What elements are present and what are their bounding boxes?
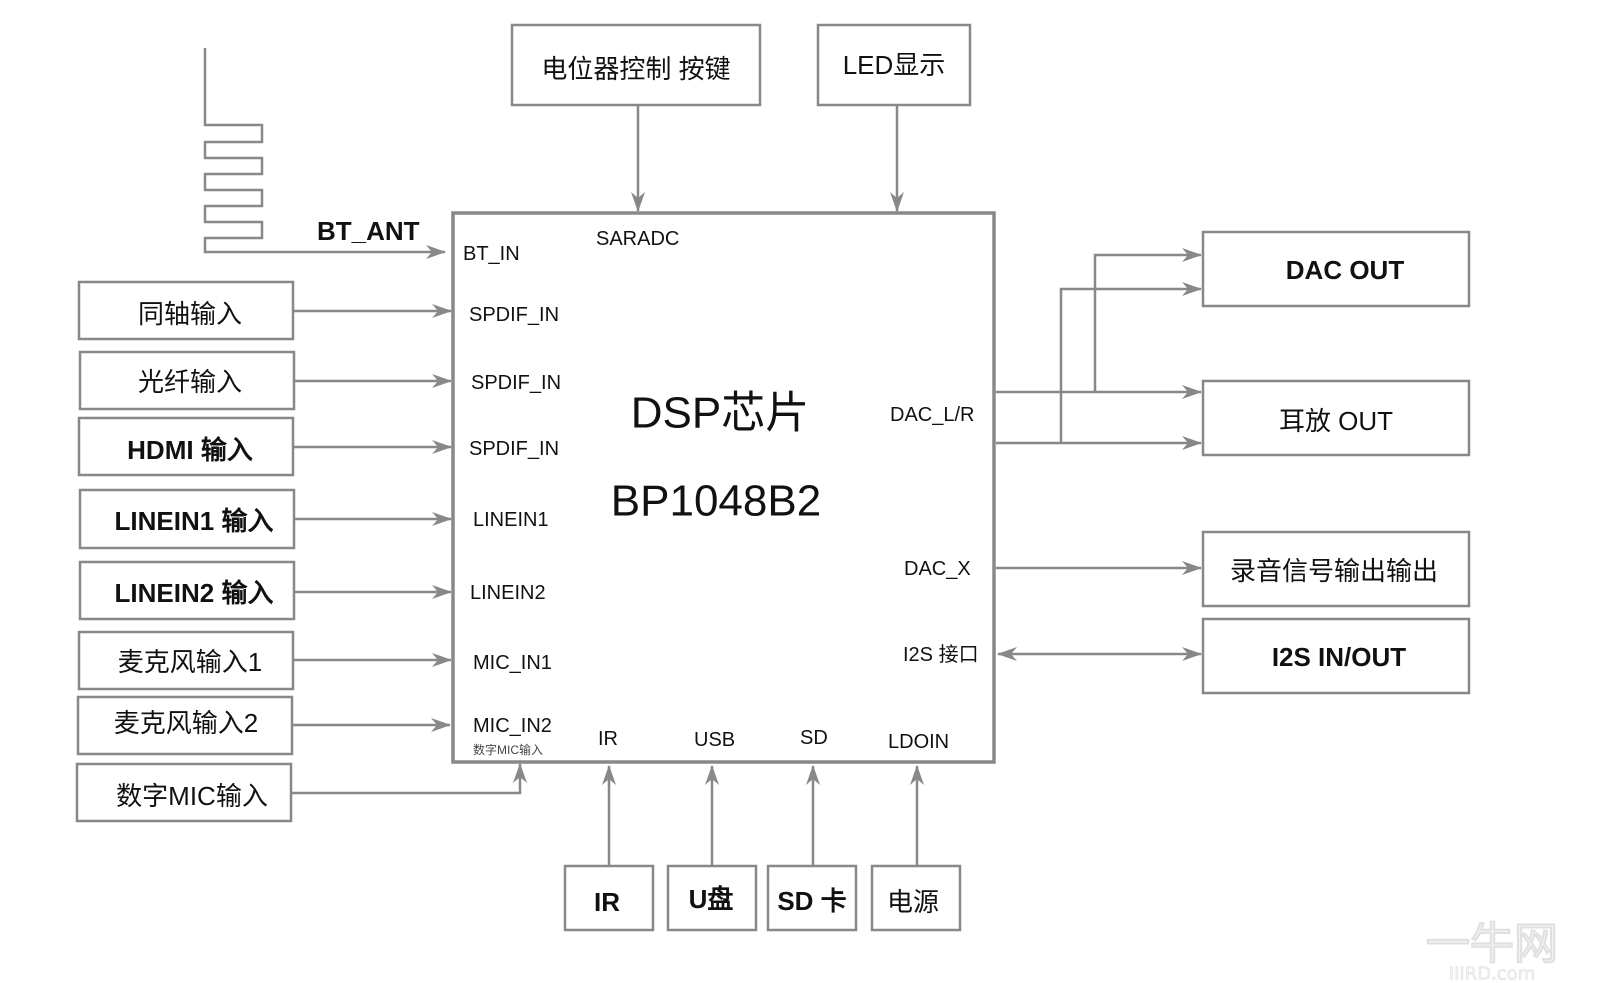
chip-model: BP1048B2 — [611, 477, 821, 526]
left-block-linein2-input: LINEIN2 输入 — [78, 560, 296, 621]
bt-antenna: BT_ANT — [203, 48, 446, 259]
sd-card-label: SD 卡 — [777, 886, 846, 916]
right-block-i2s-inout: I2S IN/OUT — [1201, 617, 1471, 695]
mic2-input-box — [76, 695, 294, 756]
pin-usb: USB — [694, 729, 735, 751]
watermark: 一牛网 IIIRD.com — [1426, 918, 1559, 983]
bottom-block-sd-card: SD 卡 — [766, 864, 858, 932]
pin-ldoin: LDOIN — [888, 731, 949, 753]
led-display-label: LED显示 — [843, 50, 946, 80]
bottom-block-usb-disk: U盘 — [666, 864, 758, 932]
headphone-out-label: 耳放 OUT — [1279, 406, 1393, 436]
i2s-inout-box — [1201, 617, 1471, 695]
linein1-input-label: LINEIN1 输入 — [115, 506, 274, 536]
digital-mic-input-box — [75, 762, 293, 823]
right-block-headphone-out: 耳放 OUT — [1201, 379, 1471, 457]
connector-digital-mic — [291, 763, 527, 795]
pin-spdif-in-1: SPDIF_IN — [469, 304, 559, 326]
record-out-box — [1201, 530, 1471, 608]
hdmi-input-label: HDMI 输入 — [127, 435, 253, 465]
optical-input-label: 光纤输入 — [138, 367, 242, 397]
ir-box — [563, 864, 655, 932]
right-block-dac-out: DAC OUT — [1201, 230, 1471, 308]
pin-i2s: I2S 接口 — [903, 643, 979, 666]
left-block-digital-mic-input: 数字MIC输入 — [75, 762, 293, 823]
pin-dac-lr: DAC_L/R — [890, 404, 974, 426]
power-label: 电源 — [887, 887, 939, 917]
dac-out-box — [1201, 230, 1471, 308]
pot-keys-box — [510, 23, 762, 107]
coax-input-label: 同轴输入 — [138, 299, 242, 329]
pin-bt-in: BT_IN — [463, 243, 520, 265]
record-out-label: 录音信号输出输出 — [1230, 556, 1438, 586]
linein2-input-label: LINEIN2 输入 — [115, 578, 274, 608]
right-block-record-out: 录音信号输出输出 — [1201, 530, 1471, 608]
left-block-mic1-input: 麦克风输入1 — [77, 630, 295, 691]
digital-mic-input-label: 数字MIC输入 — [116, 781, 268, 811]
connector-dac-r-to-dac-out — [1059, 282, 1202, 443]
dsp-chip-body — [451, 211, 996, 764]
coax-input-box — [77, 280, 295, 341]
pin-saradc: SARADC — [596, 228, 679, 250]
left-block-mic2-input: 麦克风输入2 — [76, 695, 294, 756]
left-block-optical-input: 光纤输入 — [78, 350, 296, 411]
pin-spdif-in-2: SPDIF_IN — [471, 372, 561, 394]
top-block-pot-keys: 电位器控制 按键 — [510, 23, 762, 107]
pin-ir: IR — [598, 728, 618, 750]
pot-keys-label: 电位器控制 按键 — [541, 54, 730, 84]
pin-linein1: LINEIN1 — [473, 509, 549, 531]
linein1-input-box — [78, 488, 296, 550]
mic2-input-label: 麦克风输入2 — [114, 708, 258, 738]
bottom-block-power: 电源 — [870, 864, 962, 932]
pin-mic-in1: MIC_IN1 — [473, 652, 552, 674]
pin-mic-in2-note: 数字MIC输入 — [473, 742, 543, 757]
ir-label: IR — [594, 887, 620, 917]
watermark-logo: 一牛网 — [1426, 919, 1558, 970]
mic1-input-label: 麦克风输入1 — [118, 647, 262, 677]
antenna-icon — [203, 48, 446, 259]
linein2-input-box — [78, 560, 296, 621]
dsp-chip: DSP芯片 BP1048B2 BT_IN SARADC SPDIF_IN SPD… — [451, 211, 996, 764]
pin-mic-in2: MIC_IN2 — [473, 715, 552, 737]
watermark-url: IIIRD.com — [1449, 964, 1535, 983]
left-block-coax-input: 同轴输入 — [77, 280, 295, 341]
bt-ant-label: BT_ANT — [317, 216, 420, 246]
top-block-led-display: LED显示 — [816, 23, 972, 107]
connector-dac-l-to-dac-out — [1093, 248, 1202, 392]
mic1-input-box — [77, 630, 295, 691]
pin-spdif-in-3: SPDIF_IN — [469, 438, 559, 460]
i2s-inout-label: I2S IN/OUT — [1272, 642, 1406, 672]
pin-sd: SD — [800, 727, 828, 749]
chip-title: DSP芯片 — [631, 389, 809, 438]
usb-disk-label: U盘 — [689, 884, 734, 914]
dac-out-label: DAC OUT — [1286, 255, 1405, 285]
pin-linein2: LINEIN2 — [470, 582, 546, 604]
left-block-linein1-input: LINEIN1 输入 — [78, 488, 296, 550]
usb-disk-box — [666, 864, 758, 932]
bottom-block-ir: IR — [563, 864, 655, 932]
power-box — [870, 864, 962, 932]
pin-dac-x: DAC_X — [904, 558, 971, 580]
headphone-out-box — [1201, 379, 1471, 457]
left-block-hdmi-input: HDMI 输入 — [77, 416, 295, 477]
led-display-box — [816, 23, 972, 107]
